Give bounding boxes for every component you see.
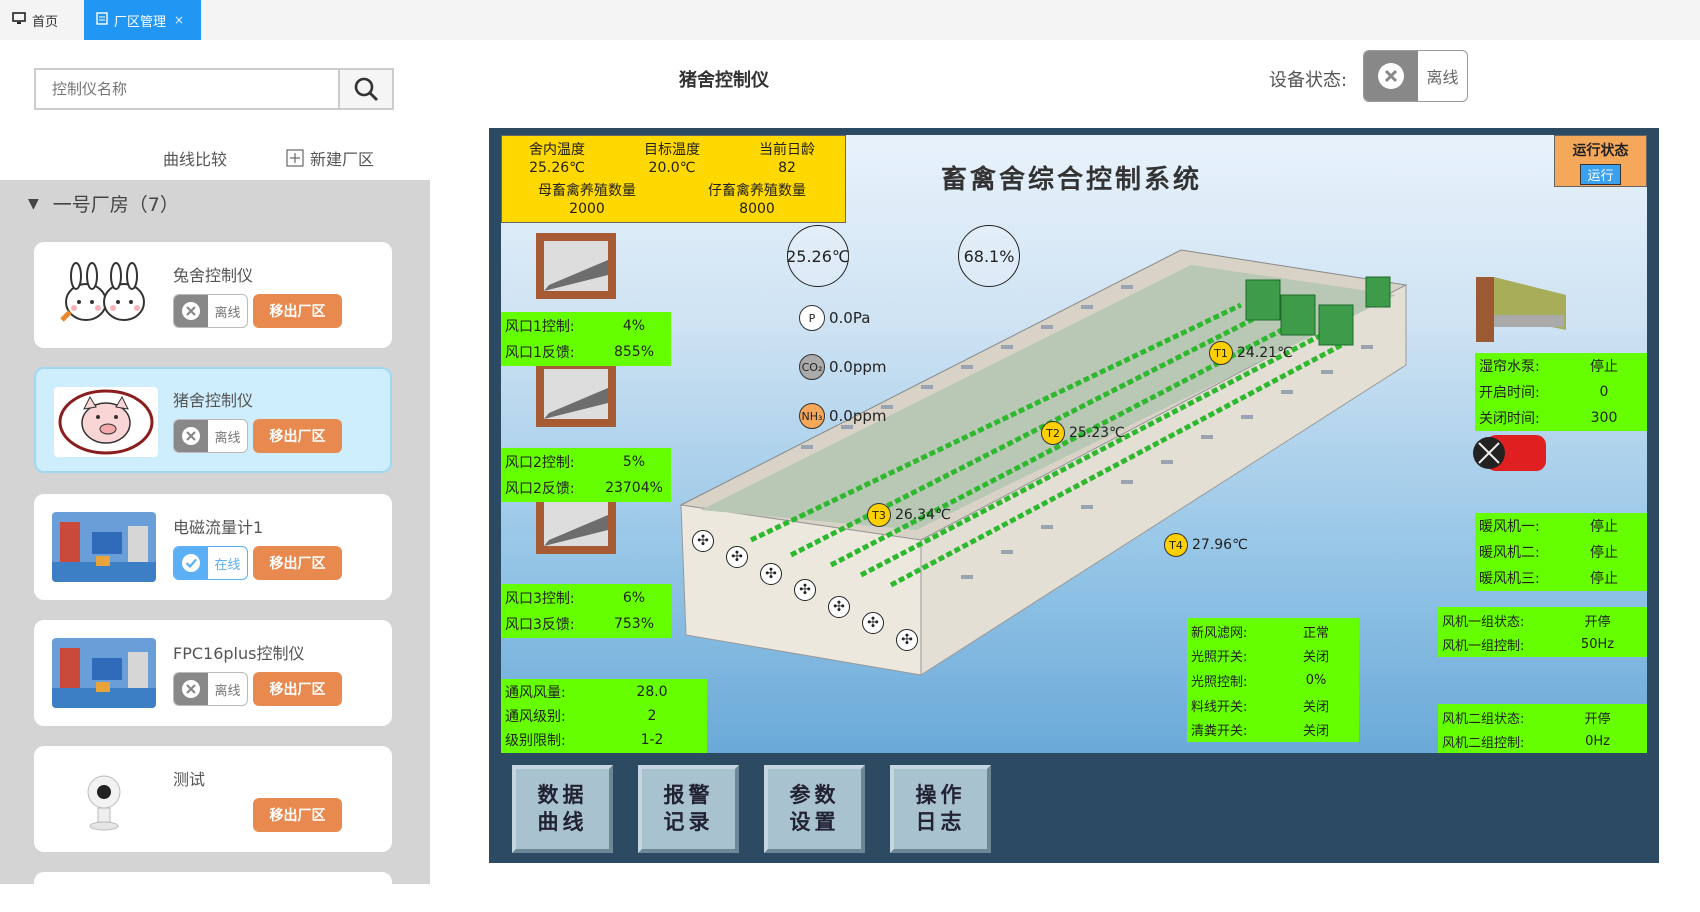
close-circle-icon <box>174 673 208 705</box>
info-panel: 舍内温度 25.26℃ 目标温度 20.0℃ 当前日龄 82 母畜禽养殖数量 2… <box>501 135 846 223</box>
status-badge: 在线 <box>173 546 248 580</box>
heater-panel: 暖风机一:停止 暖风机二:停止 暖风机三:停止 <box>1475 513 1647 591</box>
alarm-record-button[interactable]: 报警记录 <box>638 765 739 853</box>
fan-icon: ✣ <box>726 546 748 568</box>
device-card[interactable]: 电磁流量计1 在线 移出厂区 <box>34 494 392 600</box>
search-icon <box>354 77 378 101</box>
fan-group-2-panel: 风机二组状态:开停 风机二组控制:0Hz <box>1438 704 1647 753</box>
humidity-gauge: 68.1% <box>958 225 1020 287</box>
device-status-badge: 离线 <box>1363 50 1468 102</box>
fan-icon: ✣ <box>896 629 918 651</box>
device-name: 测试 <box>173 770 206 789</box>
status-badge: 离线 <box>173 419 248 453</box>
search-input[interactable] <box>36 70 338 108</box>
close-icon[interactable]: × <box>174 13 185 27</box>
status-badge: 离线 <box>173 672 248 706</box>
device-card[interactable]: FPC16plus控制仪 离线 移出厂区 <box>34 620 392 726</box>
remove-from-area-button[interactable]: 移出厂区 <box>253 419 342 453</box>
data-curve-button[interactable]: 数据曲线 <box>512 765 613 853</box>
co2-icon: CO₂ <box>799 354 825 380</box>
scada-scene: 舍内温度 25.26℃ 目标温度 20.0℃ 当前日龄 82 母畜禽养殖数量 2… <box>501 135 1647 753</box>
scada-title: 畜禽舍综合控制系统 <box>941 165 1203 195</box>
fan-icon: ✣ <box>862 612 884 634</box>
group-header[interactable]: ▼ 一号厂房（7） <box>28 194 179 216</box>
fan-icon: ✣ <box>760 563 782 585</box>
fan-icon: ✣ <box>828 596 850 618</box>
pig-image <box>54 387 158 457</box>
device-name: 电磁流量计1 <box>173 518 264 537</box>
vent-3-panel: 风口3控制:6% 风口3反馈:753% <box>501 584 671 638</box>
device-name: 兔舍控制仪 <box>173 266 254 285</box>
device-name: 猪舍控制仪 <box>173 391 254 410</box>
search-button[interactable] <box>338 70 392 108</box>
new-area-link[interactable]: 新建厂区 <box>286 146 374 170</box>
tab-area-management[interactable]: 厂区管理 × <box>84 0 201 40</box>
run-status-panel: 运行状态 运行 <box>1554 135 1647 187</box>
close-circle-icon <box>1364 51 1418 101</box>
ventilation-panel: 通风风量:28.0 通风级别:2 级别限制:1-2 <box>501 679 707 753</box>
search-box <box>34 68 394 110</box>
close-circle-icon <box>174 295 208 327</box>
pump-panel: 湿帘水泵:停止 开启时间:0 关闭时间:300 <box>1475 353 1647 431</box>
tab-bar: 首页 厂区管理 × <box>0 0 1700 40</box>
device-name: FPC16plus控制仪 <box>173 644 305 663</box>
camera-image <box>52 764 156 834</box>
device-card-selected[interactable]: 猪舍控制仪 离线 移出厂区 <box>34 367 392 473</box>
device-status-label: 设备状态: <box>1269 70 1348 91</box>
document-icon <box>96 11 108 29</box>
misc-panel: 新风滤网:正常 光照开关:关闭 光照控制:0% 料线开关:关闭 清粪开关:关闭 <box>1187 618 1359 742</box>
factory-image <box>52 638 156 708</box>
curve-compare-link[interactable]: 曲线比较 <box>163 150 228 169</box>
parameter-settings-button[interactable]: 参数设置 <box>764 765 865 853</box>
monitor-icon <box>12 11 26 29</box>
tab-area-management-label: 厂区管理 <box>114 14 167 30</box>
window-vent-icon <box>536 233 616 554</box>
remove-from-area-button[interactable]: 移出厂区 <box>253 294 342 328</box>
heater-icon <box>1473 435 1546 471</box>
operation-log-button[interactable]: 操作日志 <box>890 765 991 853</box>
fan-icon: ✣ <box>794 579 816 601</box>
caret-down-icon: ▼ <box>28 195 39 212</box>
tab-home-label: 首页 <box>32 14 59 30</box>
remove-from-area-button[interactable]: 移出厂区 <box>253 798 342 832</box>
rabbit-image <box>52 260 156 330</box>
wet-curtain-icon <box>1476 277 1566 342</box>
plus-square-icon <box>286 149 304 167</box>
remove-from-area-button[interactable]: 移出厂区 <box>253 546 342 580</box>
scada-panel: 舍内温度 25.26℃ 目标温度 20.0℃ 当前日龄 82 母畜禽养殖数量 2… <box>489 128 1659 863</box>
temperature-gauge: 25.26℃ <box>786 225 850 287</box>
device-card-partial[interactable] <box>34 872 392 912</box>
pressure-icon: P <box>799 305 825 331</box>
close-circle-icon <box>174 420 208 452</box>
fan-group-1-panel: 风机一组状态:开停 风机一组控制:50Hz <box>1438 607 1647 657</box>
tab-home[interactable]: 首页 <box>0 0 84 40</box>
page-title: 猪舍控制仪 <box>679 70 769 91</box>
status-badge: 离线 <box>173 294 248 328</box>
vent-2-panel: 风口2控制:5% 风口2反馈:23704% <box>501 448 671 502</box>
device-card[interactable]: 测试 移出厂区 <box>34 746 392 852</box>
remove-from-area-button[interactable]: 移出厂区 <box>253 672 342 706</box>
run-status-badge: 运行 <box>1580 164 1621 185</box>
nh3-icon: NH₃ <box>799 403 825 429</box>
factory-image <box>52 512 156 582</box>
device-sidebar: ▼ 一号厂房（7） 兔舍控制仪 离线 移出厂区 <box>0 180 430 912</box>
vent-1-panel: 风口1控制:4% 风口1反馈:855% <box>501 312 671 366</box>
check-circle-icon <box>174 547 208 579</box>
device-card[interactable]: 兔舍控制仪 离线 移出厂区 <box>34 242 392 348</box>
fan-icon: ✣ <box>692 530 714 552</box>
